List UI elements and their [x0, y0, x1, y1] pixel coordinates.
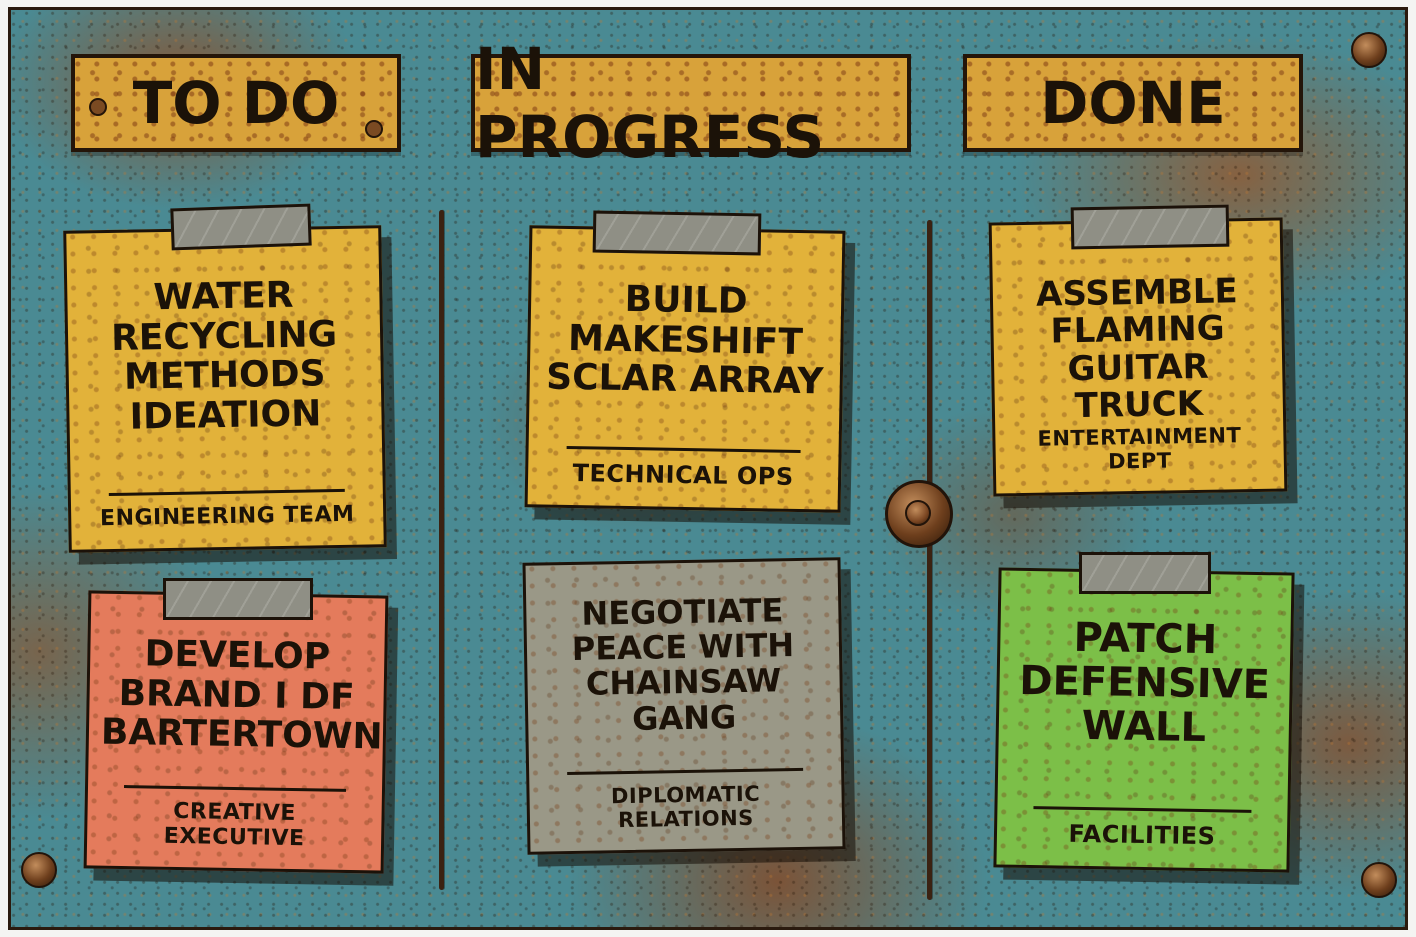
task-team: ENTERTAINMENT DEPT [1037, 423, 1242, 474]
task-card[interactable]: PATCH DEFENSIVE WALL FACILITIES [993, 567, 1295, 873]
column-header-todo: TO DO [71, 54, 401, 152]
corner-bolt-icon [21, 852, 57, 888]
task-card[interactable]: NEGOTIATE PEACE WITH CHAINSAW GANG DIPLO… [522, 557, 846, 855]
column-header-label: TO DO [132, 69, 340, 137]
column-header-label: IN PROGRESS [475, 35, 825, 171]
tape-strip [1070, 204, 1230, 250]
task-title: DEVELOP BRAND I DF BARTERTOWN [100, 633, 383, 758]
task-title: PATCH DEFENSIVE WALL [1018, 614, 1271, 752]
task-card[interactable]: WATER RECYCLING METHODS IDEATION ENGINEE… [63, 225, 387, 553]
task-team: CREATIVE EXECUTIVE [163, 798, 305, 852]
task-card[interactable]: ASSEMBLE FLAMING GUITAR TRUCK ENTERTAINM… [988, 217, 1288, 497]
column-header-done: DONE [963, 54, 1303, 152]
task-team: TECHNICAL OPS [572, 459, 794, 491]
column-header-label: DONE [1040, 69, 1226, 137]
column-divider [439, 210, 444, 890]
tape-strip [170, 203, 312, 251]
corner-bolt-icon [1361, 862, 1397, 898]
corner-bolt-icon [1351, 32, 1387, 68]
column-header-in-progress: IN PROGRESS [471, 35, 911, 171]
rivet-icon [365, 120, 383, 138]
card-divider [566, 445, 801, 454]
task-team: DIPLOMATIC RELATIONS [610, 781, 761, 833]
card-divider [124, 785, 346, 792]
task-title: WATER RECYCLING METHODS IDEATION [110, 274, 338, 438]
task-team: ENGINEERING TEAM [99, 501, 355, 532]
card-divider [1033, 806, 1252, 813]
task-card[interactable]: DEVELOP BRAND I DF BARTERTOWN CREATIVE E… [83, 590, 389, 874]
task-team: FACILITIES [1068, 819, 1216, 851]
card-divider [108, 488, 345, 497]
column-divider [927, 220, 932, 900]
card-divider [567, 767, 804, 776]
center-bolt-icon [885, 480, 953, 548]
task-card[interactable]: BUILD MAKESHIFT SCLAR ARRAY TECHNICAL OP… [524, 225, 846, 513]
tape-strip [592, 210, 762, 256]
kanban-board: TO DO IN PROGRESS DONE WATER RECYCLING M… [8, 7, 1408, 930]
rivet-icon [89, 98, 107, 116]
tape-strip [1079, 552, 1211, 594]
task-title: NEGOTIATE PEACE WITH CHAINSAW GANG [571, 591, 795, 738]
tape-strip [163, 578, 313, 620]
task-title: BUILD MAKESHIFT SCLAR ARRAY [545, 278, 824, 403]
task-title: ASSEMBLE FLAMING GUITAR TRUCK [1035, 271, 1239, 427]
